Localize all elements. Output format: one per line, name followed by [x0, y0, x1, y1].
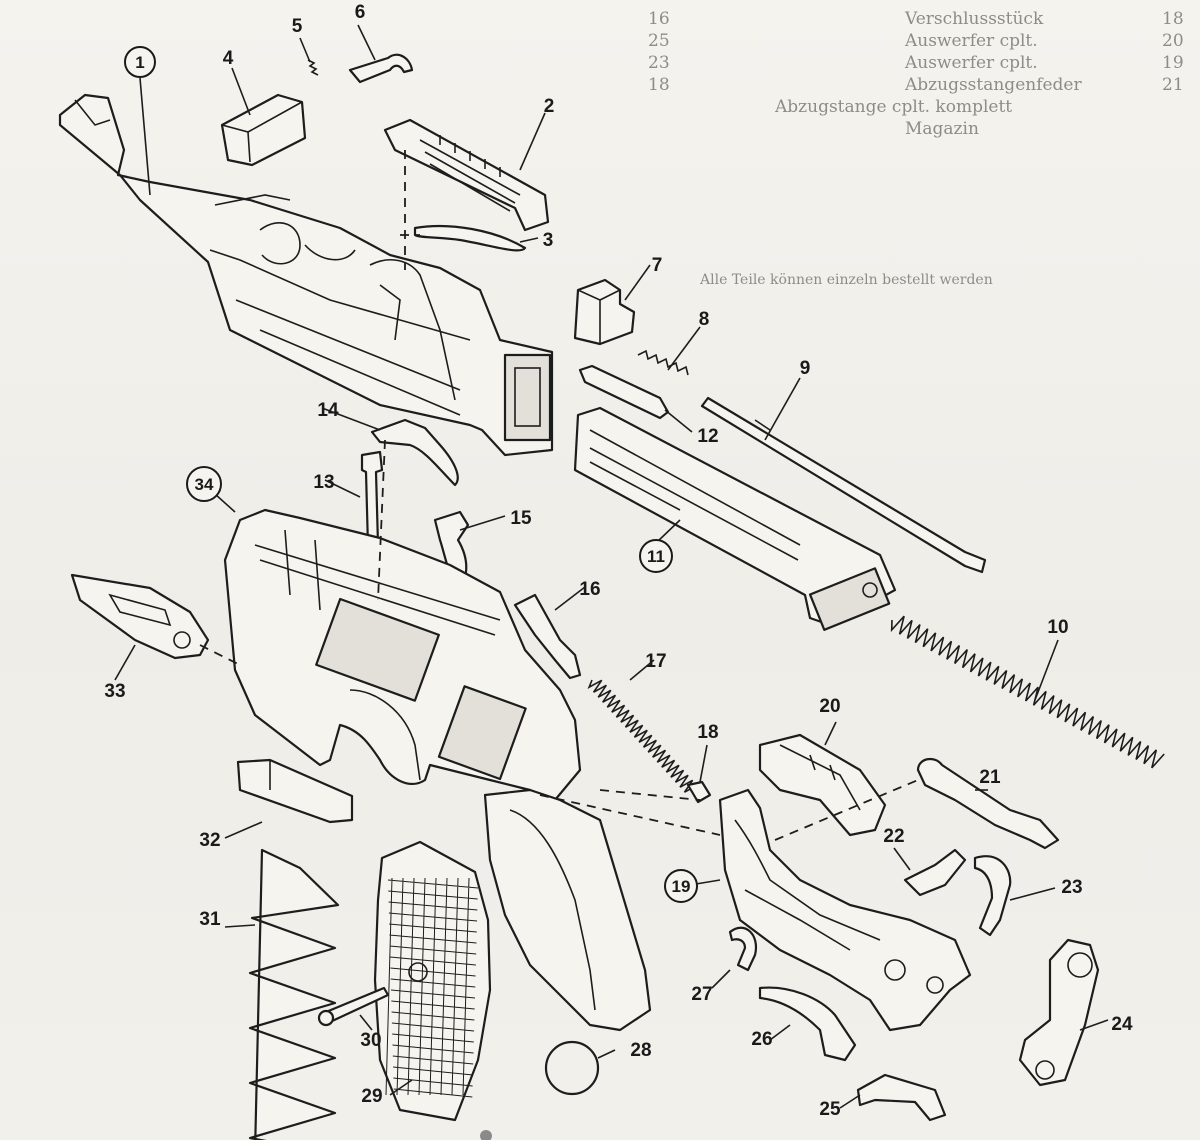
part-5-spring	[307, 59, 319, 76]
part-24-hammer	[1018, 938, 1100, 1087]
background-number-column-top: 16 25 23 18	[648, 8, 670, 96]
part-label-13: 13	[313, 472, 334, 493]
part-34-frame	[223, 508, 582, 802]
part-label-23: 23	[1061, 877, 1082, 898]
part-21-rocker	[916, 757, 1060, 850]
svg-text:19: 19	[672, 877, 691, 896]
scan-mark	[480, 1130, 492, 1140]
part-label-7: 7	[652, 255, 663, 276]
part-label-34: 34	[186, 466, 222, 502]
part-13-pin	[360, 450, 384, 549]
part-4-block	[220, 93, 307, 167]
part-16-safety	[513, 593, 582, 680]
background-line: Abzugstange cplt. komplett	[775, 97, 1013, 117]
assembly-line	[199, 644, 241, 666]
part-label-3: 3	[543, 230, 554, 251]
part-label-5: 5	[292, 16, 303, 37]
assembly-line	[599, 789, 701, 801]
part-label-21: 21	[979, 767, 1001, 788]
part-label-31: 31	[199, 909, 221, 930]
background-number: 25	[648, 31, 670, 51]
svg-text:11: 11	[647, 547, 665, 566]
part-label-32: 32	[199, 830, 220, 851]
background-number: 20	[1162, 31, 1184, 51]
part-9-rod	[700, 396, 987, 574]
part-label-1: 1	[124, 46, 156, 78]
part-label-4: 4	[223, 48, 234, 69]
grip-frame	[483, 788, 652, 1032]
part-1-receiver	[58, 93, 554, 457]
svg-text:1: 1	[135, 53, 144, 72]
part-label-26: 26	[751, 1029, 772, 1050]
part-label-15: 15	[510, 508, 532, 529]
part-26-disconnector	[758, 986, 857, 1062]
background-line: Auswerfer cplt.	[905, 53, 1038, 73]
part-label-28: 28	[630, 1040, 651, 1061]
part-label-2: 2	[544, 96, 555, 117]
background-number: 18	[648, 75, 670, 95]
part-31-magazine-spring	[248, 848, 340, 1140]
background-line: Abzugsstangenfeder	[905, 75, 1082, 95]
part-label-30: 30	[360, 1030, 381, 1051]
part-label-11: 11	[639, 539, 673, 573]
assembly-line	[377, 439, 386, 601]
part-label-27: 27	[691, 984, 712, 1005]
part-6-catch	[348, 53, 414, 84]
part-29-grip	[373, 840, 492, 1122]
background-line: Magazin	[905, 119, 979, 139]
part-label-22: 22	[883, 826, 904, 847]
part-label-8: 8	[699, 309, 710, 330]
part-label-12: 12	[697, 426, 718, 447]
part-label-19: 19	[664, 869, 698, 903]
part-label-24: 24	[1111, 1014, 1133, 1035]
part-label-29: 29	[361, 1086, 382, 1107]
part-19-lock-frame	[718, 788, 972, 1032]
part-label-18: 18	[697, 722, 718, 743]
background-number-column: 18 20 19 21	[1162, 8, 1184, 96]
part-label-6: 6	[355, 2, 366, 23]
part-label-16: 16	[579, 579, 600, 600]
part-32-follower	[236, 758, 354, 824]
part-7-locking-block	[573, 278, 636, 346]
part-14-lever	[370, 418, 459, 487]
background-text-right: Verschlussstück Auswerfer cplt. Auswerfe…	[775, 8, 1082, 140]
part-28-ring	[544, 1040, 600, 1096]
part-label-9: 9	[800, 358, 811, 379]
part-22-block	[903, 848, 967, 897]
svg-text:34: 34	[195, 475, 214, 494]
part-30-screw	[317, 986, 390, 1027]
part-label-20: 20	[819, 696, 840, 717]
part-23-hook	[973, 855, 1012, 937]
part-2-rear-sight	[383, 118, 550, 232]
background-line: Auswerfer cplt.	[905, 31, 1038, 51]
background-number: 23	[648, 53, 670, 73]
background-number: 21	[1162, 75, 1184, 95]
background-number: 19	[1162, 53, 1184, 73]
part-label-10: 10	[1047, 617, 1068, 638]
background-number: 18	[1162, 9, 1184, 29]
part-17-mainspring	[587, 679, 698, 793]
part-18-plunger	[686, 780, 712, 804]
part-label-33: 33	[104, 681, 125, 702]
part-3-sight-spring	[413, 224, 527, 252]
background-line: Verschlussstück	[905, 9, 1044, 29]
part-33-floor-plate	[70, 573, 210, 660]
part-11-bolt	[573, 406, 897, 631]
part-27-crescent	[728, 926, 758, 972]
background-heading: Alle Teile können einzeln bestellt werde…	[700, 272, 993, 288]
part-10-recoil-spring	[890, 615, 1165, 769]
part-8-spring	[637, 349, 689, 376]
part-25-lever	[856, 1073, 947, 1122]
part-label-14: 14	[317, 400, 339, 421]
part-label-17: 17	[645, 651, 666, 672]
part-label-25: 25	[819, 1099, 841, 1120]
part-20-block	[758, 733, 887, 837]
background-number: 16	[648, 9, 670, 29]
assembly-line	[774, 779, 919, 841]
